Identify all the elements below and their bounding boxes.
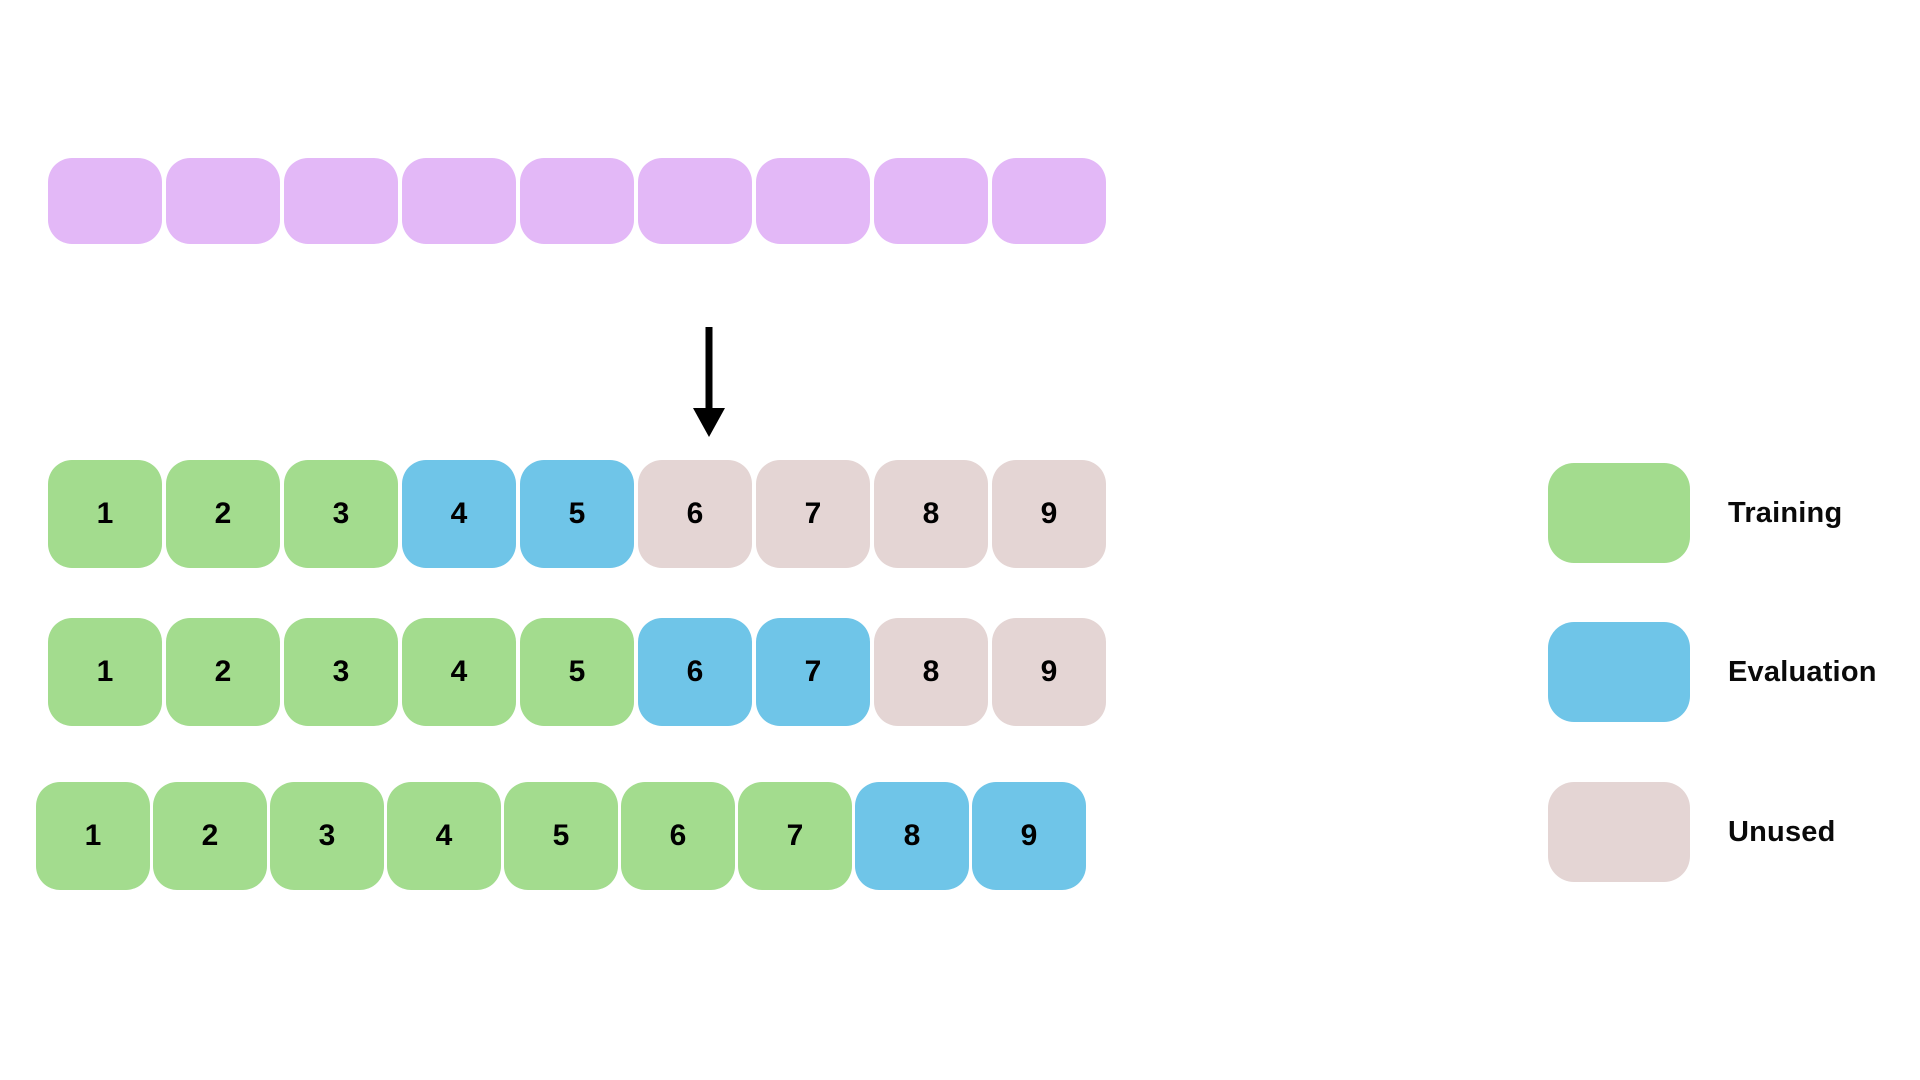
timestep-cell: 8 [874, 460, 988, 568]
series-cell [638, 158, 752, 244]
timestep-label: 9 [1020, 819, 1038, 852]
timestep-label: 5 [568, 655, 586, 688]
timestep-label: 6 [669, 819, 687, 852]
split-arrow [688, 325, 730, 440]
legend-label-evaluation: Evaluation [1728, 655, 1877, 688]
legend-item-training: Training [1548, 463, 1842, 563]
series-cell [402, 158, 516, 244]
legend-swatch-unused [1548, 782, 1690, 882]
timestep-cell: 8 [874, 618, 988, 726]
timestep-label: 3 [332, 655, 350, 688]
timestep-label: 3 [318, 819, 336, 852]
timestep-label: 8 [922, 497, 940, 530]
timestep-label: 5 [552, 819, 570, 852]
timestep-cell: 2 [153, 782, 267, 890]
timestep-label: 2 [214, 655, 232, 688]
timestep-label: 6 [686, 497, 704, 530]
timestep-label: 1 [84, 819, 102, 852]
timestep-cell: 3 [284, 618, 398, 726]
timestep-cell: 1 [36, 782, 150, 890]
timestep-cell: 2 [166, 618, 280, 726]
legend-item-unused: Unused [1548, 782, 1836, 882]
timestep-label: 4 [435, 819, 453, 852]
timestep-cell: 6 [638, 460, 752, 568]
series-cell [992, 158, 1106, 244]
series-cell [756, 158, 870, 244]
timestep-label: 1 [96, 655, 114, 688]
timestep-label: 7 [786, 819, 804, 852]
timestep-cell: 6 [638, 618, 752, 726]
legend-item-evaluation: Evaluation [1548, 622, 1877, 722]
legend-swatch-evaluation [1548, 622, 1690, 722]
timestep-cell: 7 [756, 460, 870, 568]
series-cell [284, 158, 398, 244]
timestep-cell: 1 [48, 460, 162, 568]
timestep-label: 7 [804, 497, 822, 530]
timestep-cell: 4 [402, 618, 516, 726]
timestep-label: 3 [332, 497, 350, 530]
timestep-label: 1 [96, 497, 114, 530]
timestep-label: 9 [1040, 497, 1058, 530]
timestep-cell: 7 [756, 618, 870, 726]
timestep-label: 8 [903, 819, 921, 852]
timestep-label: 5 [568, 497, 586, 530]
timestep-cell: 7 [738, 782, 852, 890]
timestep-cell: 4 [402, 460, 516, 568]
timestep-label: 4 [450, 497, 468, 530]
timestep-cell: 9 [992, 618, 1106, 726]
series-cell [48, 158, 162, 244]
timestep-label: 2 [214, 497, 232, 530]
down-arrow-icon [693, 327, 725, 437]
legend-swatch-training [1548, 463, 1690, 563]
timestep-cell: 2 [166, 460, 280, 568]
timestep-label: 6 [686, 655, 704, 688]
legend-label-training: Training [1728, 496, 1843, 529]
timestep-cell: 1 [48, 618, 162, 726]
timestep-cell: 3 [270, 782, 384, 890]
timestep-label: 4 [450, 655, 468, 688]
timestep-cell: 6 [621, 782, 735, 890]
timestep-label: 8 [922, 655, 940, 688]
timestep-cell: 8 [855, 782, 969, 890]
series-cell [166, 158, 280, 244]
timestep-cell: 5 [520, 618, 634, 726]
timestep-cell: 4 [387, 782, 501, 890]
timestep-cell: 5 [504, 782, 618, 890]
timestep-cell: 3 [284, 460, 398, 568]
legend-label-unused: Unused [1728, 815, 1836, 848]
series-cell [874, 158, 988, 244]
timestep-cell: 9 [992, 460, 1106, 568]
timestep-label: 2 [201, 819, 219, 852]
timestep-cell: 5 [520, 460, 634, 568]
timestep-label: 7 [804, 655, 822, 688]
series-cell [520, 158, 634, 244]
timestep-label: 9 [1040, 655, 1058, 688]
timestep-cell: 9 [972, 782, 1086, 890]
